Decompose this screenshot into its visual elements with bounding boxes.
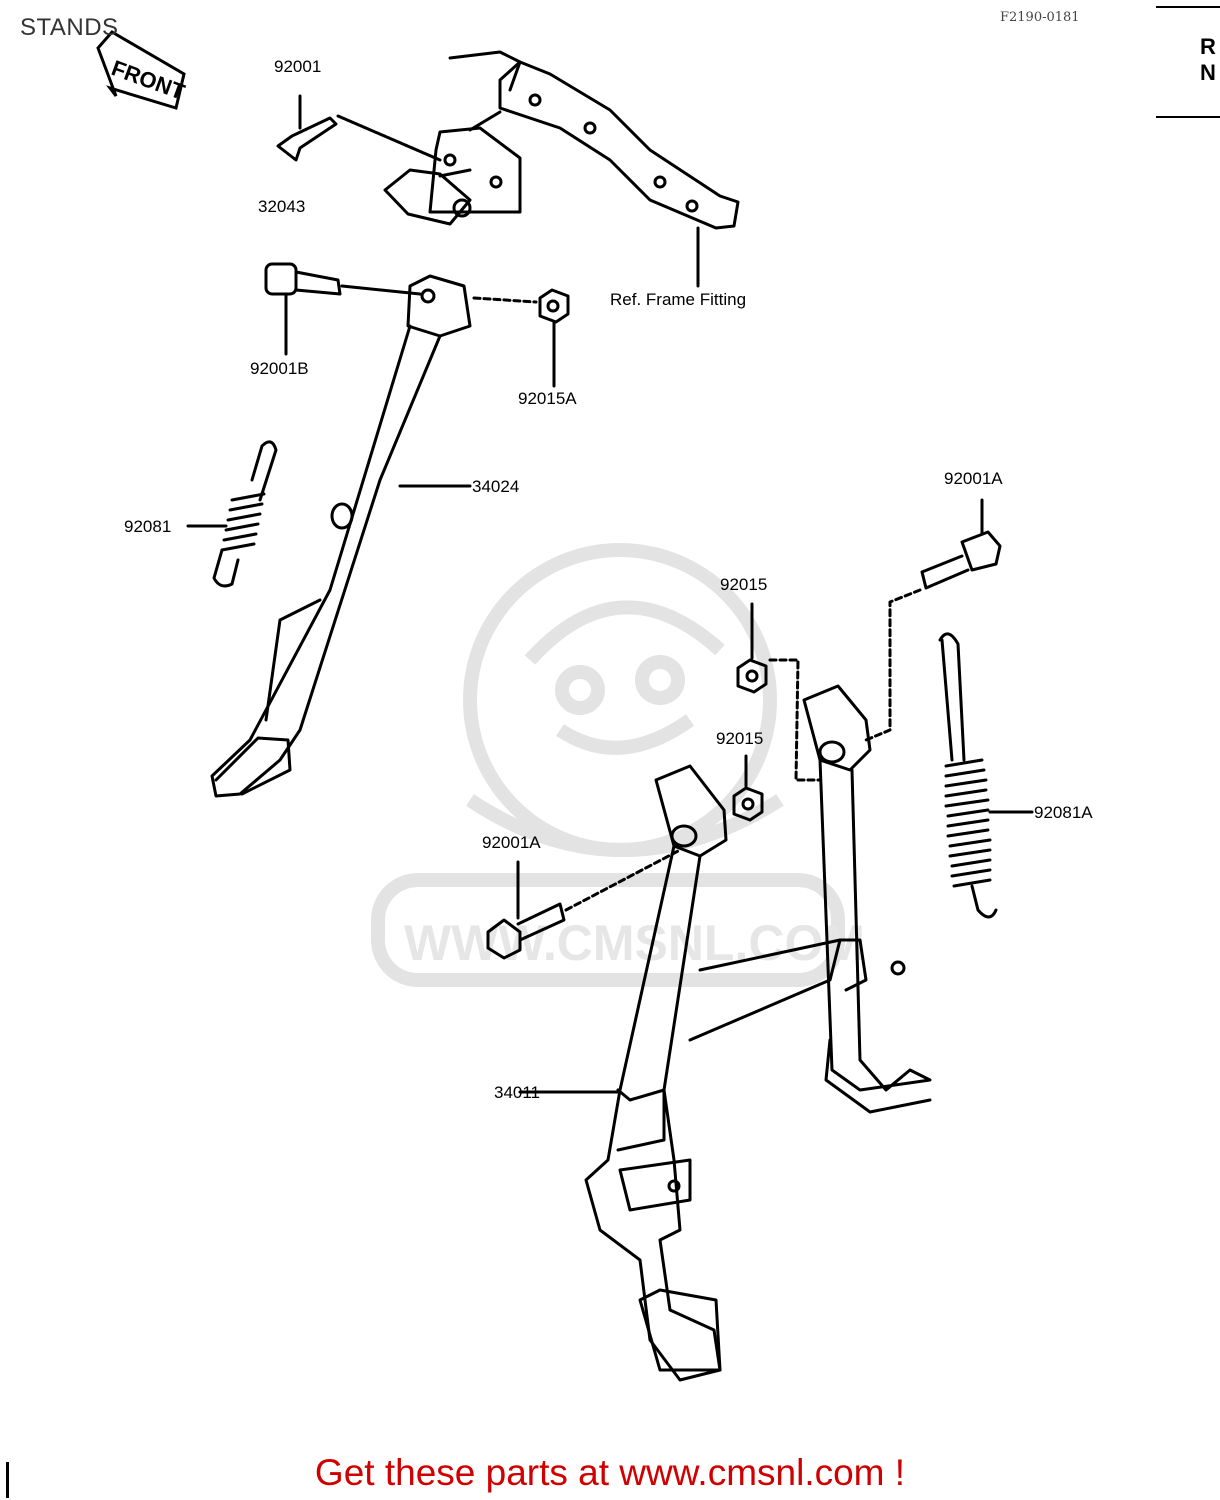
- cmsnl-watermark: WWW.CMSNL.COM: [371, 543, 865, 987]
- nut-92015-upper: [736, 602, 822, 782]
- callout-92001: 92001: [274, 57, 321, 76]
- promo-link[interactable]: Get these parts at www.cmsnl.com !: [314, 1452, 906, 1493]
- callout-34024: 34024: [472, 477, 519, 496]
- callout-92015a: 92015A: [518, 389, 577, 408]
- callout-92001a-right: 92001A: [944, 469, 1003, 488]
- spring-92081a: [938, 632, 1034, 919]
- frame-fitting: [448, 50, 740, 288]
- callout-92015-upper: 92015: [720, 575, 767, 594]
- callout-92081: 92081: [124, 517, 171, 536]
- side-panel-rule-bottom: [1156, 116, 1220, 118]
- side-header-line-2: N: [1200, 60, 1216, 85]
- nut-92015-lower: [732, 754, 764, 822]
- callout-ref-frame-fitting: Ref. Frame Fitting: [610, 290, 746, 309]
- nut-92015a: [472, 288, 570, 388]
- callout-92001a-left: 92001A: [482, 833, 541, 852]
- bracket-32043: [383, 126, 522, 226]
- edge-mark: [6, 1462, 9, 1498]
- side-stand-34024: [210, 274, 472, 798]
- callout-32043: 32043: [258, 197, 305, 216]
- drawing-code: F2190-0181: [1000, 10, 1080, 25]
- bolt-92001a-left: [486, 848, 682, 960]
- callout-92081a: 92081A: [1034, 803, 1093, 822]
- callout-92015-lower: 92015: [716, 729, 763, 748]
- front-arrow: FRONT: [96, 30, 189, 110]
- side-panel-header: R N: [1200, 34, 1220, 86]
- bolt-92001b: [264, 262, 422, 356]
- side-panel-rule-top: [1156, 6, 1220, 8]
- callout-34011: 34011: [494, 1083, 540, 1102]
- side-header-line-1: R: [1200, 34, 1216, 59]
- center-stand-34011: [518, 684, 932, 1382]
- page-title: STANDS: [20, 14, 119, 41]
- bolt-92001: [276, 94, 502, 162]
- watermark-text: WWW.CMSNL.COM: [404, 915, 865, 971]
- callout-92001b: 92001B: [250, 359, 309, 378]
- spring-92081: [186, 440, 278, 588]
- bolt-92001a-right: [864, 498, 1002, 742]
